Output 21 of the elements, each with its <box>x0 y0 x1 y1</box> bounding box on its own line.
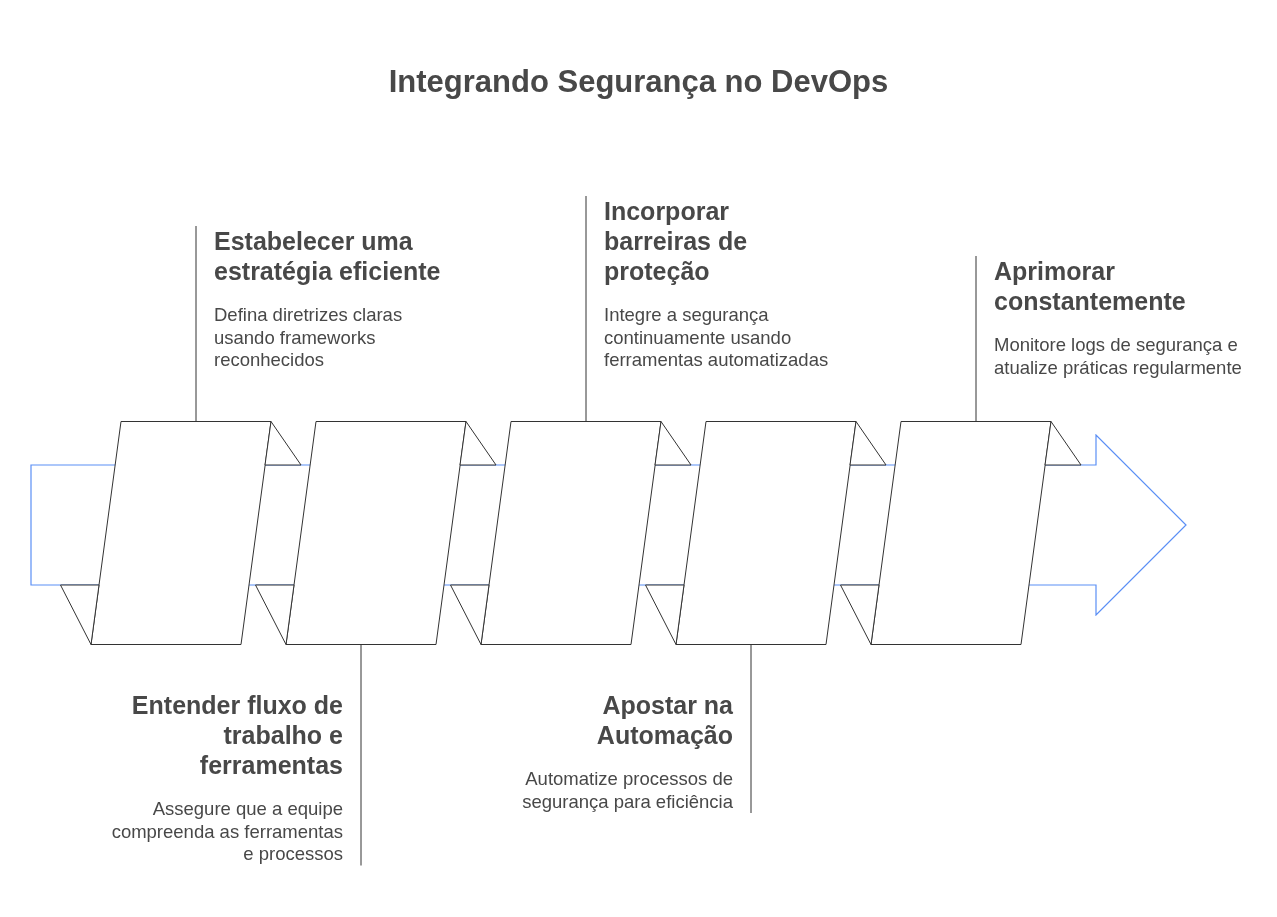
step-description: Defina diretrizes claras usando frameworks reconhecidos <box>214 304 404 372</box>
folded-panel <box>60 421 301 645</box>
leader-line <box>750 644 752 814</box>
step-heading: Aprimorar constantemente <box>994 256 1187 316</box>
leader-line <box>360 644 362 866</box>
step-description: Assegure que a equipe compreenda as ferramentas e processos <box>110 798 343 866</box>
step-heading: Entender fluxo de trabalho e ferramentas <box>130 690 343 780</box>
folded-panel <box>645 421 886 645</box>
folded-panel <box>255 421 496 645</box>
step-heading: Estabelecer uma estratégia eficiente <box>214 226 442 286</box>
folded-panel <box>840 421 1081 645</box>
step-heading: Apostar na Automação <box>595 690 733 750</box>
step-description: Integre a segurança continuamente usando ferramentas automatizadas <box>604 304 830 372</box>
folded-panel <box>450 421 691 645</box>
step-description: Monitore logs de segurança e atualize práticas regularmente <box>994 334 1243 379</box>
leader-line <box>975 255 977 422</box>
step-description: Automatize processos de segurança para eficiência <box>521 768 733 813</box>
leader-line <box>585 195 587 422</box>
diagram-title: Integrando Segurança no DevOps <box>388 63 889 101</box>
step-heading: Incorporar barreiras de proteção <box>604 196 749 286</box>
leader-line <box>195 225 197 422</box>
